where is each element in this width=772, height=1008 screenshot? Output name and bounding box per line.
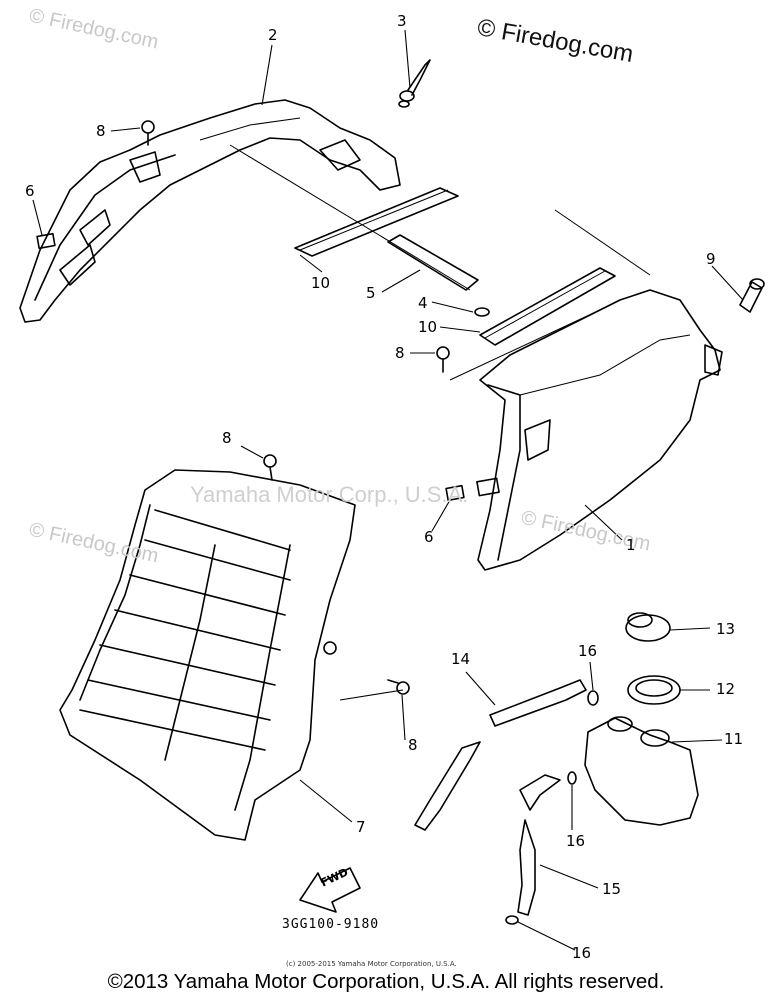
callout-4: 4 (418, 294, 428, 312)
part-3-rivet (398, 59, 431, 108)
leader-lines (32, 29, 744, 951)
part-16-clamps (505, 690, 599, 925)
part-11-reservoir (584, 716, 699, 826)
part-14-hose (414, 679, 587, 831)
part-12-cap-gasket (627, 675, 681, 705)
callout-11: 11 (724, 730, 744, 748)
part-10-upper-strip (294, 187, 459, 257)
part-7-radiator-grille (59, 469, 356, 841)
part-code: 3GG100-9180 (282, 917, 380, 932)
part-8-screws (141, 120, 450, 695)
callout-6-right: 6 (424, 528, 434, 546)
callout-13: 13 (716, 620, 736, 638)
callout-16-a: 16 (578, 642, 598, 660)
callout-8-b: 8 (395, 344, 405, 362)
callout-14: 14 (451, 650, 471, 668)
part-9-bolt (739, 278, 765, 313)
part-4-nut (474, 307, 490, 317)
part-1-side-cowl (477, 289, 723, 571)
part-13-cap (625, 612, 671, 642)
callout-10-a: 10 (311, 274, 331, 292)
callout-16-b: 16 (566, 832, 586, 850)
part-15-hose (517, 774, 561, 916)
fwd-arrow (299, 867, 361, 913)
small-copyright: (c) 2005-2015 Yamaha Motor Corporation, … (286, 960, 457, 968)
callout-9: 9 (706, 250, 716, 268)
callout-8-a: 8 (96, 122, 106, 140)
callout-7: 7 (356, 818, 366, 836)
callout-16-c: 16 (572, 944, 592, 962)
callout-10-b: 10 (418, 318, 438, 336)
part-2-upper-bracket (19, 99, 401, 323)
callout-1: 1 (626, 536, 636, 554)
callout-8-d: 8 (408, 736, 418, 754)
footer-copyright: ©2013 Yamaha Motor Corporation, U.S.A. A… (107, 970, 665, 993)
callout-15: 15 (602, 880, 622, 898)
callout-5: 5 (366, 284, 376, 302)
callout-2: 2 (268, 26, 278, 44)
callout-8-c: 8 (222, 429, 232, 447)
part-5-strip (387, 234, 479, 291)
watermark-center: Yamaha Motor Corp., U.S.A. (190, 482, 469, 507)
callout-12: 12 (716, 680, 736, 698)
callout-3: 3 (397, 12, 407, 30)
part-10-lower-strip (479, 267, 616, 346)
callout-6-left: 6 (25, 182, 35, 200)
part-6-clips (36, 232, 500, 502)
